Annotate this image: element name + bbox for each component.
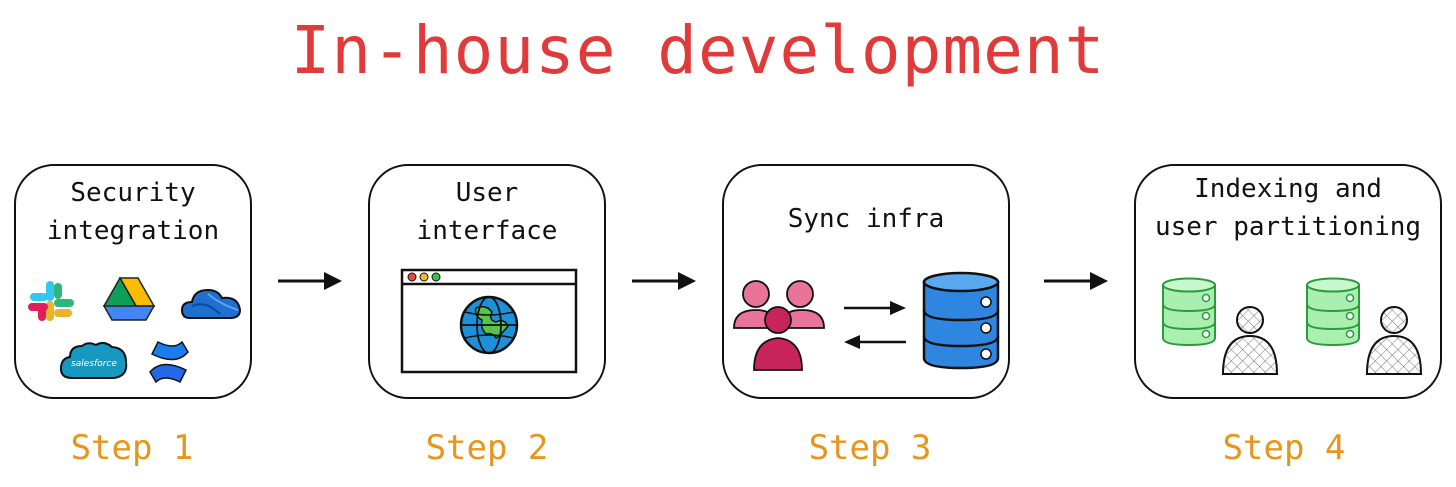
onedrive-icon <box>180 288 242 319</box>
database-icon <box>1162 277 1216 347</box>
users-group-icon <box>733 280 825 371</box>
step-3-title-line1: Sync infra <box>787 204 945 234</box>
step-4-title-line2: user partitioning <box>1154 212 1422 242</box>
globe-icon <box>459 295 519 355</box>
google-drive-icon <box>102 276 156 322</box>
step-4-label: Step 4 <box>1222 428 1346 468</box>
step-3-box: Sync infra <box>722 164 1010 399</box>
arrow-2 <box>632 272 696 290</box>
step-1-box: Security integration salesforce <box>14 164 252 399</box>
arrow-3 <box>1044 272 1108 290</box>
salesforce-text: salesforce <box>71 359 117 369</box>
user-icon <box>1365 306 1423 375</box>
sync-left-arrow <box>844 335 906 349</box>
sync-right-arrow <box>844 301 906 315</box>
step-2-title-line2: interface <box>416 216 558 246</box>
database-icon <box>922 271 1000 370</box>
step-4-title-line1: Indexing and <box>1194 174 1382 204</box>
step-2-title-line1: User <box>455 178 519 208</box>
user-icon <box>1221 306 1279 375</box>
step-1-title-line2: integration <box>46 216 220 246</box>
step-1-label: Step 1 <box>70 428 194 468</box>
step-1-title-line1: Security <box>70 178 196 208</box>
step-3-label: Step 3 <box>808 428 932 468</box>
page-title: In-house development <box>290 12 1106 89</box>
arrow-1 <box>278 272 342 290</box>
confluence-icon <box>149 340 189 384</box>
step-2-box: User interface <box>368 164 606 399</box>
step-2-label: Step 2 <box>425 428 549 468</box>
slack-icon <box>28 281 74 321</box>
database-icon <box>1306 277 1360 347</box>
step-4-box: Indexing and user partitioning <box>1134 164 1442 399</box>
salesforce-icon: salesforce <box>59 341 128 379</box>
